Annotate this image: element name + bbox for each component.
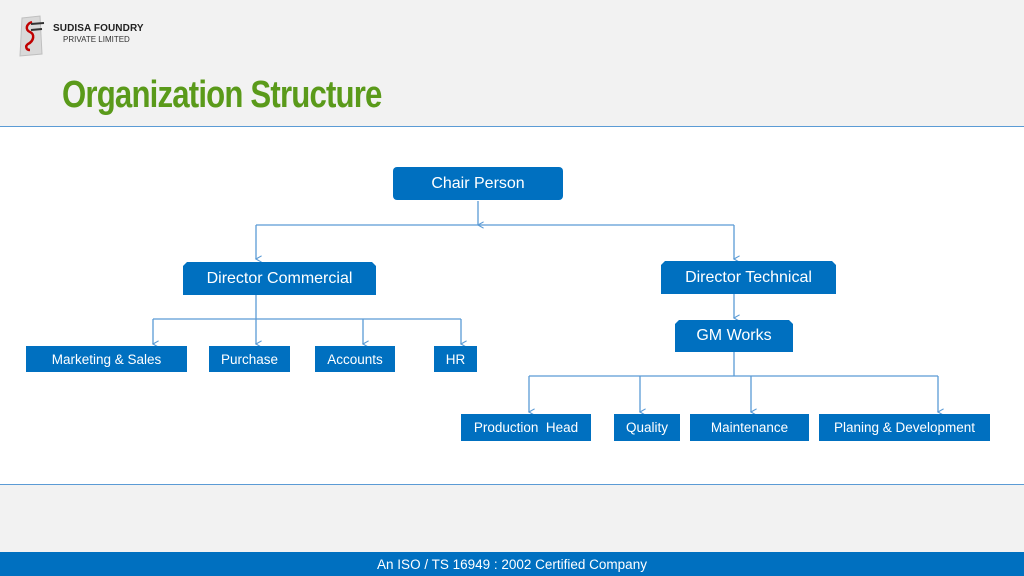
node-purchase: Purchase bbox=[209, 346, 290, 372]
company-name: SUDISA FOUNDRY bbox=[53, 23, 144, 34]
node-planning-development: Planing & Development bbox=[819, 414, 990, 441]
slide-header: SUDISA FOUNDRY PRIVATE LIMITED Organizat… bbox=[0, 0, 1024, 126]
page-title: Organization Structure bbox=[62, 74, 382, 116]
org-chart-canvas: Chair Person Director Commercial Directo… bbox=[0, 127, 1024, 484]
node-marketing-sales: Marketing & Sales bbox=[26, 346, 187, 372]
company-subtitle: PRIVATE LIMITED bbox=[63, 35, 130, 44]
node-chair-person: Chair Person bbox=[393, 167, 563, 200]
node-maintenance: Maintenance bbox=[690, 414, 809, 441]
node-director-commercial: Director Commercial bbox=[183, 262, 376, 295]
footer-text: An ISO / TS 16949 : 2002 Certified Compa… bbox=[377, 556, 647, 572]
node-production-head: Production Head bbox=[461, 414, 591, 441]
sf-logo-icon bbox=[19, 15, 45, 57]
node-quality: Quality bbox=[614, 414, 680, 441]
header-divider bbox=[0, 126, 1024, 127]
node-director-technical: Director Technical bbox=[661, 261, 836, 294]
footer-banner: An ISO / TS 16949 : 2002 Certified Compa… bbox=[0, 552, 1024, 576]
node-gm-works: GM Works bbox=[675, 320, 793, 352]
org-chart-connectors bbox=[0, 201, 1024, 484]
company-logo: SUDISA FOUNDRY PRIVATE LIMITED bbox=[16, 14, 146, 58]
node-hr: HR bbox=[434, 346, 477, 372]
canvas-bottom-divider bbox=[0, 484, 1024, 485]
node-accounts: Accounts bbox=[315, 346, 395, 372]
